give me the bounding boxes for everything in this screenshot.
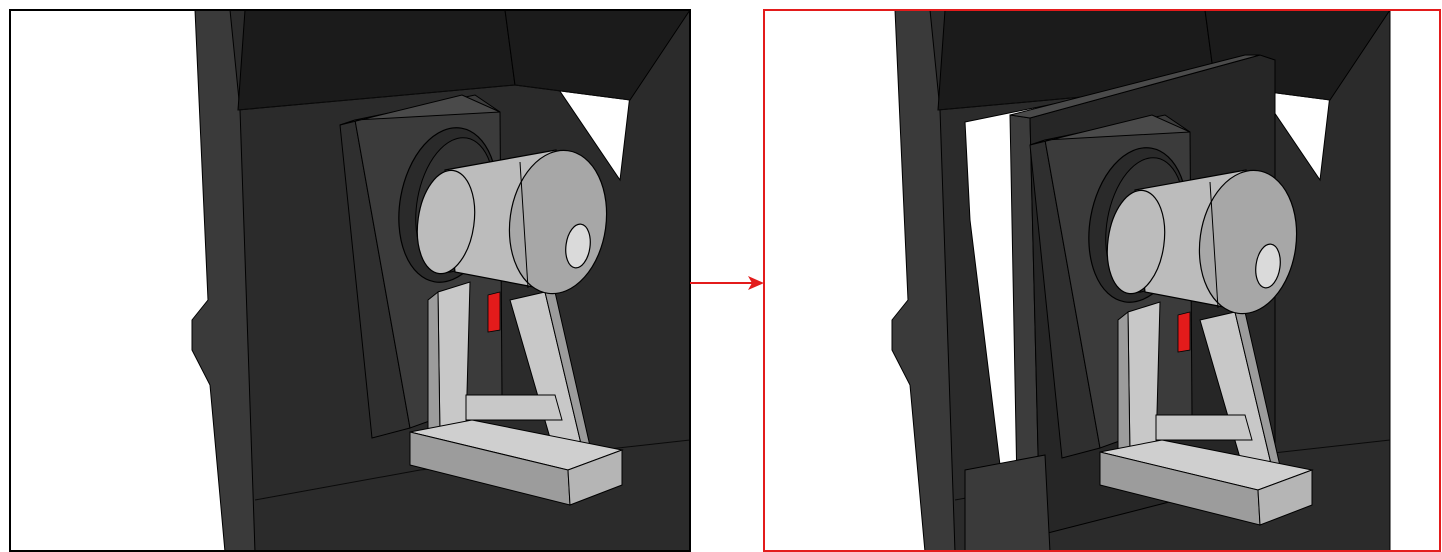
before-panel <box>9 9 691 552</box>
after-panel-border <box>763 9 1441 552</box>
after-panel <box>763 9 1441 552</box>
transition-arrow <box>690 276 764 290</box>
before-panel-border <box>9 9 691 552</box>
